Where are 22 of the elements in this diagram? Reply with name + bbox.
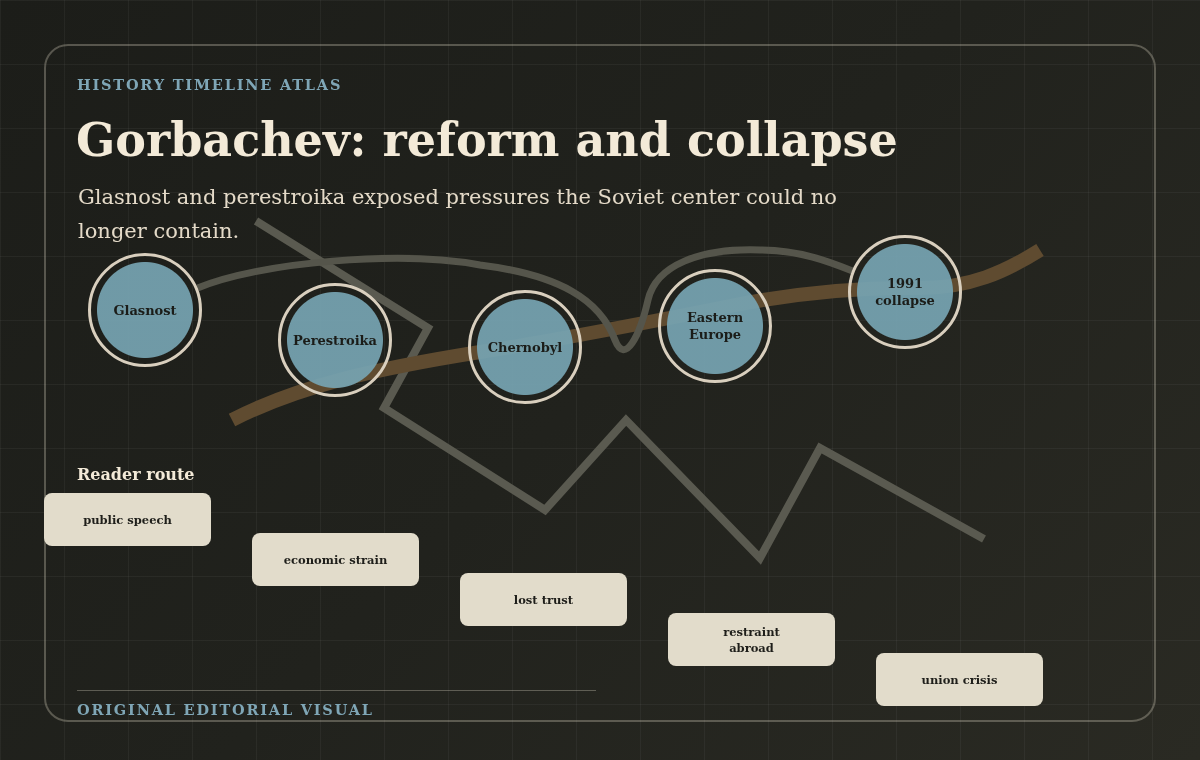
card-label: economic strain xyxy=(283,551,388,568)
card-label: restraint abroad xyxy=(722,623,781,656)
footer-label: ORIGINAL EDITORIAL VISUAL xyxy=(77,700,374,720)
event-label: Chernobyl xyxy=(487,338,563,356)
subtitle: Glasnost and perestroika exposed pressures the Soviet center could no longer contain. xyxy=(78,184,838,245)
card-label: union crisis xyxy=(921,671,998,688)
route-card xyxy=(460,573,627,626)
section-heading: Reader route xyxy=(77,464,195,486)
title: Gorbachev: reform and collapse xyxy=(76,112,898,168)
event-label: Perestroika xyxy=(293,331,377,349)
route-card xyxy=(44,493,211,546)
event-label: Glasnost xyxy=(113,301,177,319)
route-card xyxy=(876,653,1043,706)
route-card xyxy=(668,613,835,666)
event-circle xyxy=(658,269,772,383)
card-label: public speech xyxy=(83,511,172,528)
event-label: 1991 collapse xyxy=(874,275,936,309)
connector-curve xyxy=(196,246,854,353)
route-card xyxy=(252,533,419,586)
card-label: lost trust xyxy=(513,591,574,608)
eyebrow-label: HISTORY TIMELINE ATLAS xyxy=(77,75,343,95)
event-label: Eastern Europe xyxy=(685,309,745,343)
